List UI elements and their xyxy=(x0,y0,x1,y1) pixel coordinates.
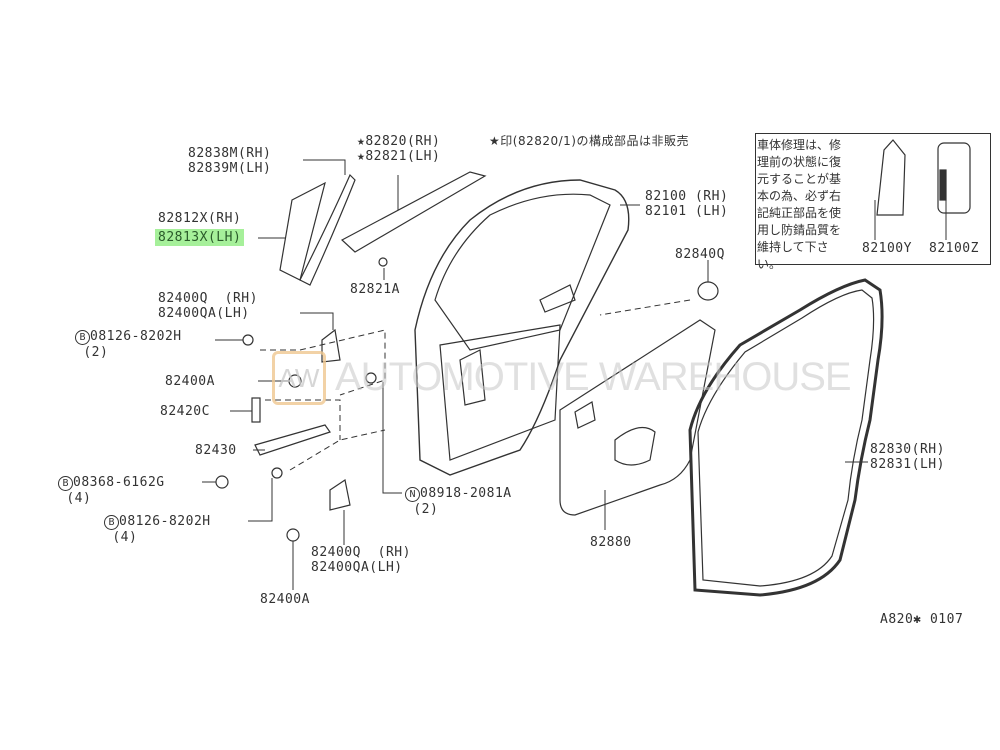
label-82100y[interactable]: 82100Y xyxy=(862,241,912,256)
label-82400q-lower[interactable]: 82400Q (RH) 82400QA(LH) xyxy=(311,545,411,575)
part-number: 08126-8202H (4) xyxy=(112,514,211,545)
label-82820[interactable]: ★82820(RH) ★82821(LH) xyxy=(357,134,441,164)
note-not-sold: ★印(82820/1)の構成部品は非販売 xyxy=(489,134,689,148)
diagram-code: A820✱ 0107 xyxy=(880,612,964,627)
watermark-text: AUTOMOTIVE WAREHOUSE xyxy=(335,355,852,399)
label-82420c[interactable]: 82420C xyxy=(160,404,210,419)
finisher-82812 xyxy=(279,181,326,281)
label-82812x[interactable]: 82812X(RH) xyxy=(158,211,242,226)
nut-symbol-n: N xyxy=(405,487,420,502)
part-number: 08368-6162G (4) xyxy=(66,475,165,506)
door-trim-82880 xyxy=(559,319,716,516)
weatherstrip-82830 xyxy=(688,278,884,597)
label-82400q-upper[interactable]: 82400Q (RH) 82400QA(LH) xyxy=(158,291,258,321)
label-82813x-highlighted[interactable]: 82813X(LH) xyxy=(155,229,245,246)
moulding-82838 xyxy=(299,173,356,286)
tube-icon xyxy=(876,139,906,216)
label-82821a[interactable]: 82821A xyxy=(350,282,400,297)
bolt-symbol-b: B xyxy=(58,476,73,491)
label-82400a-upper[interactable]: 82400A xyxy=(165,374,215,389)
check-link-82430 xyxy=(254,424,331,456)
part-number: 08126-8202H (2) xyxy=(83,329,182,360)
label-82838m[interactable]: 82838M(RH) 82839M(LH) xyxy=(188,146,272,176)
repair-note: 車体修理は、修理前の状態に復元することが基本の為、必ず右記純正部品を使用し防錆品… xyxy=(757,138,842,271)
label-82880[interactable]: 82880 xyxy=(590,535,632,550)
label-82400a-lower[interactable]: 82400A xyxy=(260,592,310,607)
bolt-symbol-b: B xyxy=(104,515,119,530)
sash-82820 xyxy=(340,171,487,253)
label-82830[interactable]: 82830(RH) 82831(LH) xyxy=(870,442,945,472)
bolt-symbol-b: B xyxy=(75,330,90,345)
label-82100z[interactable]: 82100Z xyxy=(929,241,979,256)
label-82430[interactable]: 82430 xyxy=(195,443,237,458)
door-shell-82100 xyxy=(414,179,630,476)
repair-note-box xyxy=(755,133,991,265)
hinge-lower xyxy=(329,479,351,511)
part-number: 08918-2081A (2) xyxy=(413,486,512,517)
label-82840q[interactable]: 82840Q xyxy=(675,247,725,262)
spray-can-icon xyxy=(937,142,971,214)
watermark-logo: AW xyxy=(272,351,326,405)
label-82100[interactable]: 82100 (RH) 82101 (LH) xyxy=(645,189,729,219)
